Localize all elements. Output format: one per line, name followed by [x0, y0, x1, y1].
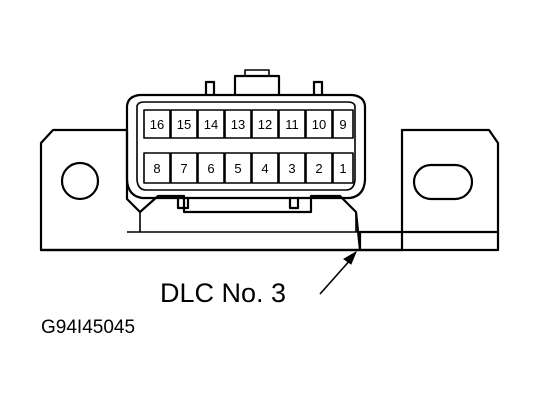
connector-shell [125, 93, 367, 200]
pin-number: 14 [204, 117, 218, 132]
pin-cell [143, 109, 171, 139]
pin-number: 3 [288, 161, 295, 176]
pin-cell [305, 109, 333, 139]
pin-cell [143, 152, 171, 184]
pin-number: 11 [285, 117, 299, 132]
pin-number: 7 [180, 161, 187, 176]
pin-number: 4 [261, 161, 268, 176]
top-tab-right [312, 80, 324, 97]
pin-number: 6 [207, 161, 214, 176]
pin-number: 15 [177, 117, 191, 132]
left-mounting-hole [60, 161, 100, 201]
base-plate-right-lower [358, 230, 500, 252]
pin-row-top: 16 15 14 13 12 11 10 9 [143, 109, 354, 139]
pin-cell [305, 152, 333, 184]
pin-number: 16 [150, 117, 164, 132]
pin-number: 1 [339, 161, 346, 176]
top-latch-slot [244, 69, 270, 76]
pin-cell [332, 109, 354, 139]
connector-shell-inner [136, 101, 356, 191]
pin-number: 12 [258, 117, 272, 132]
pin-number: 10 [312, 117, 326, 132]
bottom-peg-right [288, 196, 300, 210]
pin-number: 9 [339, 117, 346, 132]
pin-cell [224, 109, 252, 139]
base-step-inner [139, 212, 357, 232]
pin-cell [197, 152, 225, 184]
pin-number: 13 [231, 117, 245, 132]
figure-code: G94I45045 [41, 317, 135, 338]
bottom-peg-left [176, 196, 190, 210]
pin-cell [170, 109, 198, 139]
pin-cell [251, 109, 279, 139]
arrow-head-icon [343, 250, 358, 265]
pin-row-bottom: 8 7 6 5 4 3 2 1 [143, 152, 354, 184]
pin-cell [251, 152, 279, 184]
pin-cell [224, 152, 252, 184]
leader-arrow [319, 250, 358, 295]
pin-cell [278, 109, 306, 139]
pin-cell [332, 152, 354, 184]
pin-cell [197, 109, 225, 139]
pin-cell [278, 152, 306, 184]
pin-number: 5 [234, 161, 241, 176]
pin-cell [170, 152, 198, 184]
pin-number: 2 [315, 161, 322, 176]
pin-number: 8 [153, 161, 160, 176]
top-latch [233, 74, 281, 97]
top-tab-left [204, 80, 216, 97]
right-mounting-slot [412, 163, 474, 201]
connector-label: DLC No. 3 [160, 278, 286, 308]
